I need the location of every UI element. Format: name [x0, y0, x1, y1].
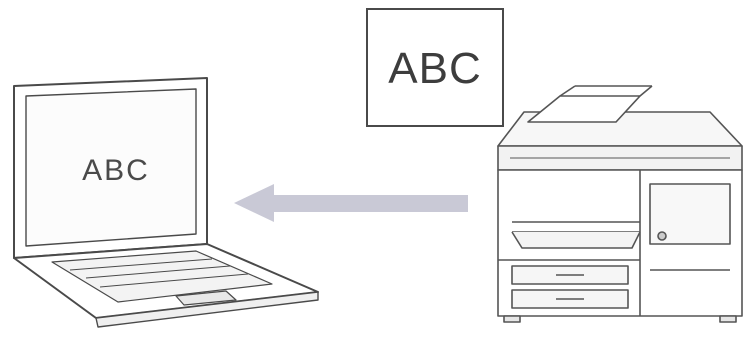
- document-text: ABC: [388, 44, 481, 93]
- printer-icon: [498, 86, 742, 322]
- laptop-screen-text: ABC: [82, 154, 150, 187]
- arrow-left-icon: [234, 184, 468, 222]
- document-icon: ABC: [367, 9, 503, 126]
